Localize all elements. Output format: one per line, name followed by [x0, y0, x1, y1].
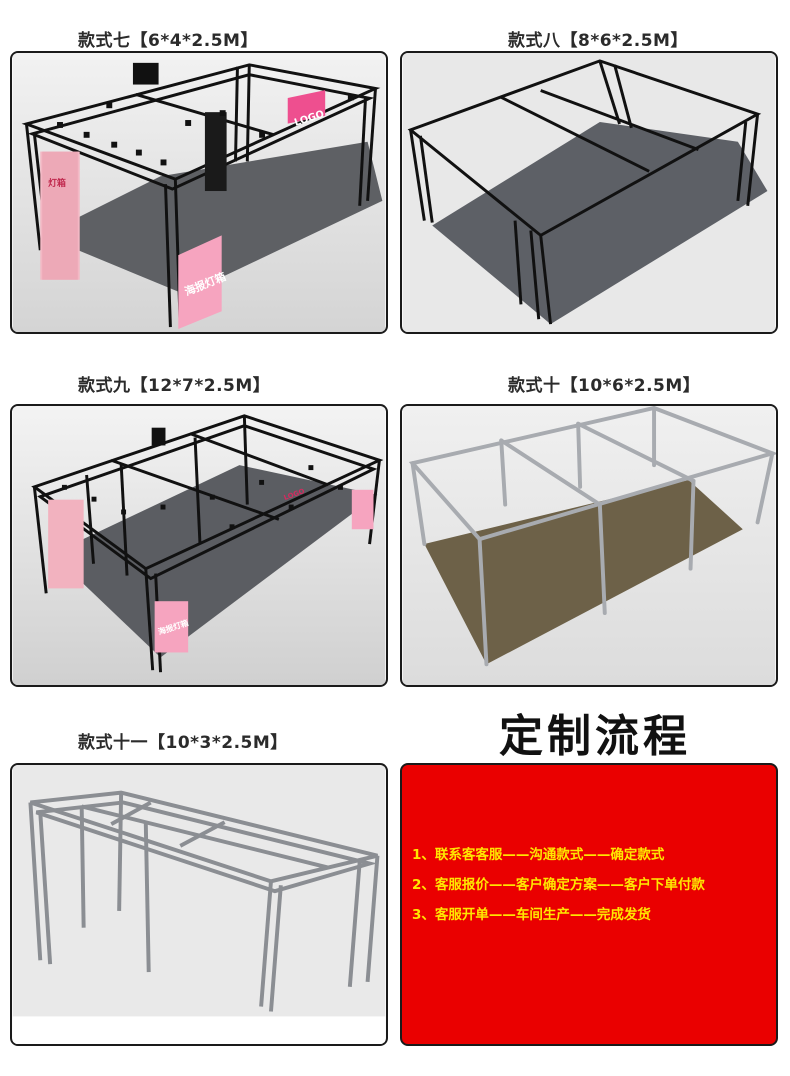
booth-10-illustration — [402, 406, 776, 685]
booth-7-render: LOGO 灯箱 海报灯箱 — [10, 51, 388, 334]
process-step-1: 1、联系客客服——沟通款式——确定款式 — [412, 847, 665, 863]
booth-9-caption: 款式九【12*7*2.5M】 — [78, 376, 271, 396]
booth-9-illustration: 海报灯箱 LOGO — [12, 406, 386, 685]
booth-8-render — [400, 51, 778, 334]
booth-7-illustration: LOGO 灯箱 海报灯箱 — [12, 53, 386, 332]
screen-icon — [132, 62, 159, 85]
booth-11-caption: 款式十一【10*3*2.5M】 — [78, 733, 288, 753]
booth-9-render: 海报灯箱 LOGO — [10, 404, 388, 687]
screen-icon — [151, 427, 166, 446]
process-step-2: 2、客服报价——客户确定方案——客户下单付款 — [412, 877, 705, 893]
process-box: 1、联系客客服——沟通款式——确定款式 2、客服报价——客户确定方案——客户下单… — [400, 763, 778, 1046]
process-title: 定制流程 — [499, 711, 691, 762]
booth-10-render — [400, 404, 778, 687]
booth-8-caption: 款式八【8*6*2.5M】 — [508, 31, 688, 51]
process-step-3: 3、客服开单——车间生产——完成发货 — [412, 907, 651, 923]
booth-7-caption: 款式七【6*4*2.5M】 — [78, 31, 258, 51]
booth-10-caption: 款式十【10*6*2.5M】 — [508, 376, 701, 396]
booth-7-side-text: 灯箱 — [48, 177, 66, 189]
booth-11-render — [10, 763, 388, 1046]
booth-11-illustration — [12, 765, 386, 1044]
booth-8-illustration — [402, 53, 776, 332]
